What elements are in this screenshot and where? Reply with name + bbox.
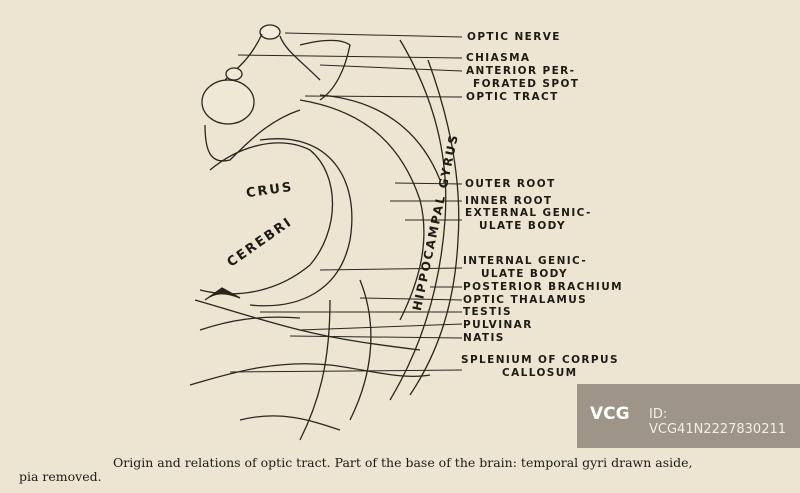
- label-optic-tract: OPTIC TRACT: [466, 91, 559, 103]
- label-optic-nerve: OPTIC NERVE: [467, 31, 561, 43]
- label-pulvinar: PULVINAR: [463, 319, 533, 331]
- label-external-geniculate-2: ULATE BODY: [479, 220, 567, 232]
- watermark: VCG ID: VCG41N2227830211: [577, 384, 800, 448]
- label-internal-geniculate-1: INTERNAL GENIC-: [463, 255, 588, 267]
- label-outer-root: OUTER ROOT: [465, 178, 556, 190]
- label-posterior-brachium: POSTERIOR BRACHIUM: [463, 281, 623, 293]
- label-optic-thalamus: OPTIC THALAMUS: [463, 294, 588, 306]
- watermark-id: ID: VCG41N2227830211: [649, 407, 787, 437]
- label-internal-geniculate-2: ULATE BODY: [481, 268, 569, 280]
- caption-line-1: Origin and relations of optic tract. Par…: [113, 455, 693, 470]
- watermark-logo: VCG: [590, 404, 630, 424]
- label-testis: TESTIS: [463, 306, 512, 318]
- label-chiasma: CHIASMA: [466, 52, 531, 64]
- caption-line-2: pia removed.: [19, 469, 102, 484]
- label-natis: NATIS: [463, 332, 505, 344]
- label-anterior-perforated-2: FORATED SPOT: [473, 78, 580, 90]
- label-external-geniculate-1: EXTERNAL GENIC-: [465, 207, 592, 219]
- label-splenium-2: CALLOSUM: [502, 367, 578, 379]
- label-splenium-1: SPLENIUM OF CORPUS: [461, 354, 619, 366]
- label-anterior-perforated-1: ANTERIOR PER-: [466, 65, 576, 77]
- label-inner-root: INNER ROOT: [465, 195, 553, 207]
